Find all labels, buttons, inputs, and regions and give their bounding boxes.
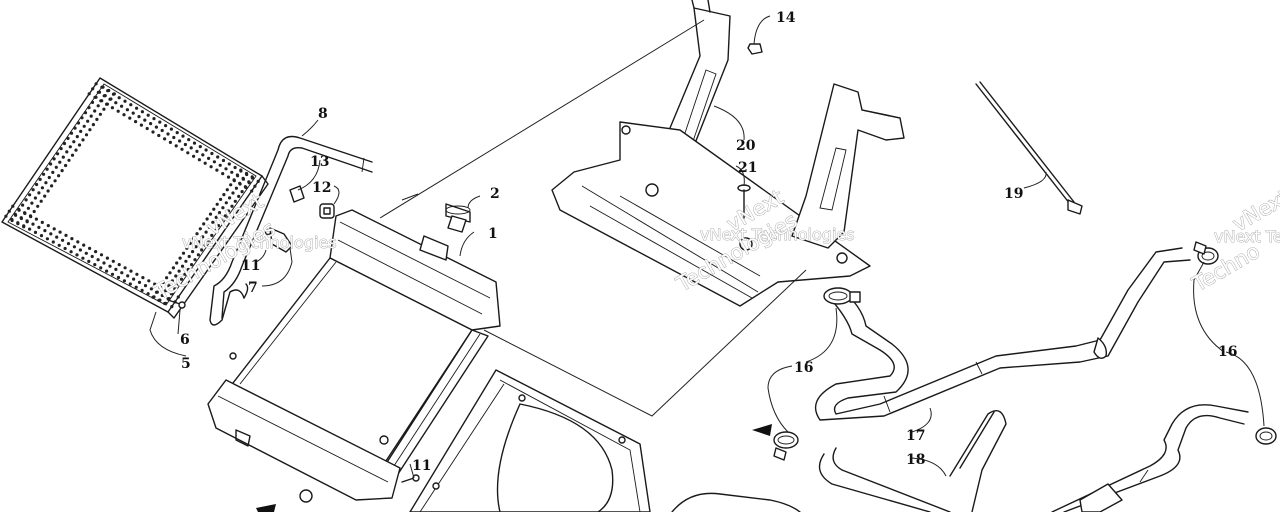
radiator-cap (445, 203, 471, 233)
callout-11-upper: 11 (241, 258, 260, 274)
callout-5: 5 (181, 356, 191, 372)
fan-shroud (409, 369, 651, 512)
hose-clamp-left (773, 431, 799, 461)
radiator-screen (1, 77, 269, 319)
callout-17: 17 (906, 428, 925, 444)
callout-16-right: 16 (1218, 344, 1237, 360)
radiator (207, 209, 501, 503)
watermark-right: vNext Te vNext Techno (1187, 184, 1280, 297)
svg-text:vNext Technologies: vNext Technologies (700, 225, 855, 244)
coolant-hose-upper (814, 247, 1191, 421)
callout-13: 13 (310, 154, 329, 170)
fan-wire (671, 492, 801, 512)
callout-14: 14 (776, 10, 796, 26)
guide-line (379, 19, 705, 219)
callout-11-lower: 11 (412, 458, 431, 474)
callout-20: 20 (736, 138, 756, 154)
overflow-hose (209, 135, 373, 326)
coolant-hose-lower (818, 404, 1249, 512)
rivet-nut (289, 185, 305, 203)
screen-perforations (4, 82, 260, 309)
svg-text:vNext Technologies: vNext Technologies (182, 233, 337, 252)
screw-6 (167, 299, 186, 309)
callout-21: 21 (738, 160, 757, 176)
leader-lines (149, 15, 1265, 479)
callout-19: 19 (1004, 186, 1023, 202)
callout-6: 6 (180, 332, 190, 348)
hose-clamp-right-top (1193, 241, 1219, 265)
callout-16-left: 16 (794, 360, 813, 376)
callout-1: 1 (488, 226, 498, 242)
callout-18: 18 (906, 452, 925, 468)
arrow-marker-bottom (256, 504, 276, 512)
callout-12: 12 (312, 180, 331, 196)
guide-line (401, 193, 419, 201)
arrow-marker-left (752, 424, 772, 436)
screw-11-lower (401, 474, 420, 483)
callout-7: 7 (248, 280, 258, 296)
hose-clamp-upper (823, 287, 861, 305)
callout-8: 8 (318, 106, 328, 122)
svg-text:vNext Te: vNext Te (1214, 227, 1280, 246)
guide-line (483, 269, 807, 417)
bushing (319, 203, 335, 219)
cable-tie (975, 81, 1083, 215)
hose-clamp-right-bottom (1255, 427, 1277, 445)
mounting-bracket (551, 0, 905, 307)
mounting-clip (264, 227, 293, 253)
nut-14 (747, 43, 763, 55)
callout-2: 2 (490, 186, 500, 202)
